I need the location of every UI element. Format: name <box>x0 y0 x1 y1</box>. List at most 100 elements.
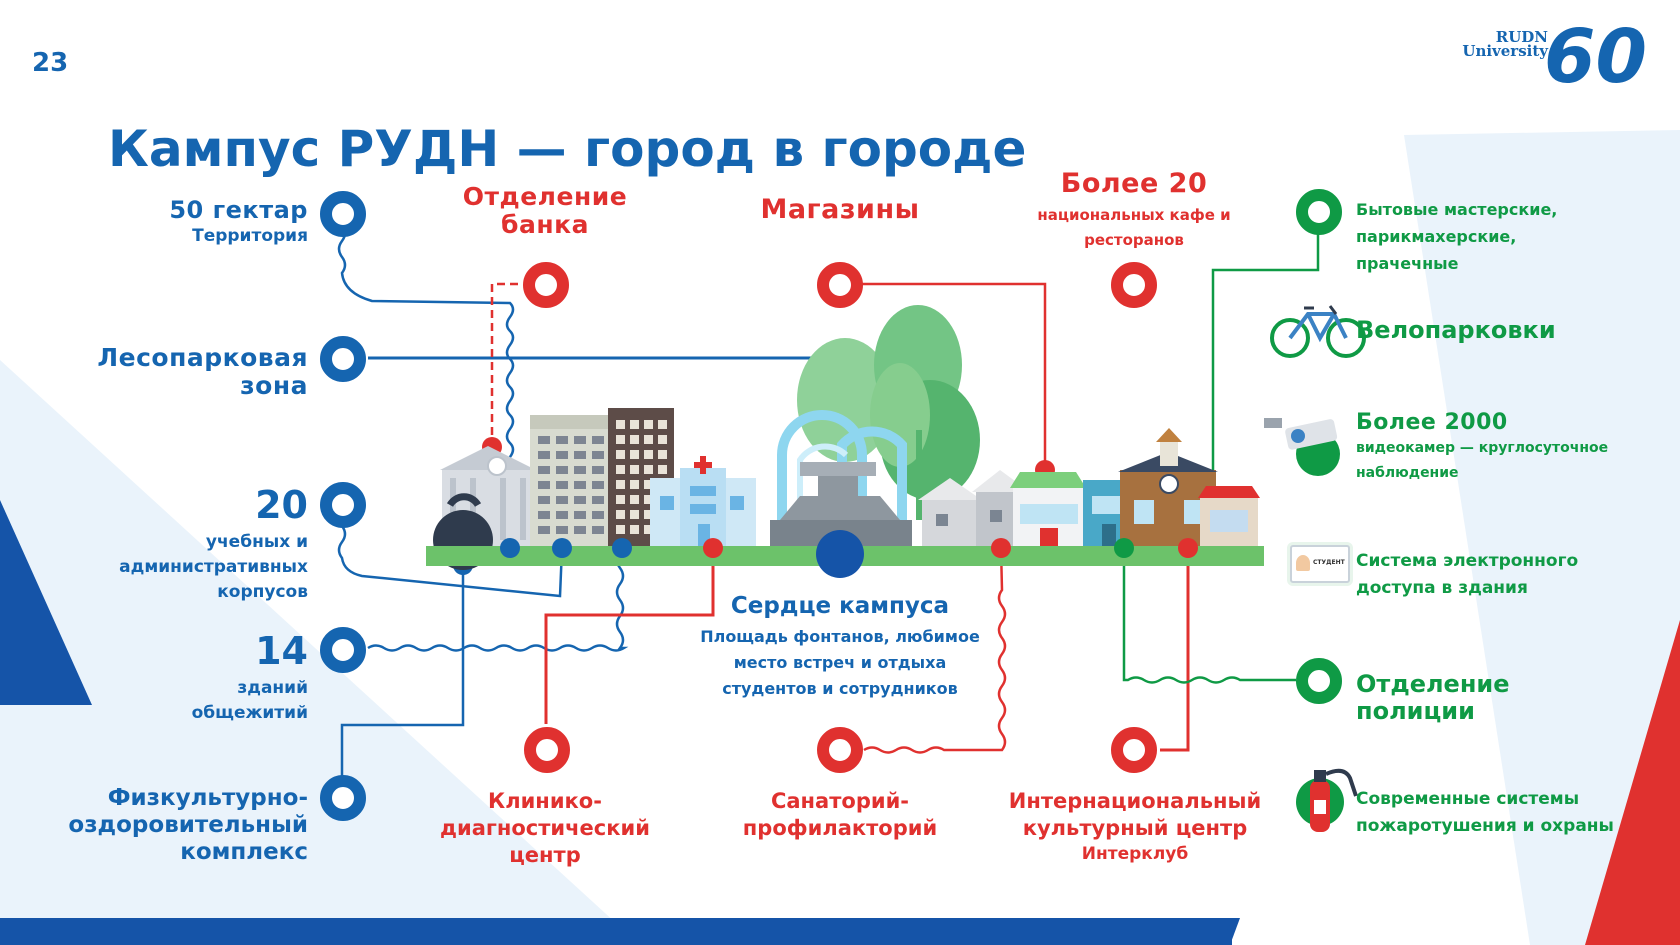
dormitories-count: 14 <box>255 629 308 673</box>
student-card-icon: СТУДЕНТ <box>1290 545 1350 583</box>
building-window <box>592 481 604 489</box>
line-interclub <box>1160 548 1190 752</box>
building-window <box>616 480 625 489</box>
line-police <box>1122 548 1296 684</box>
logo-anniversary-number: 60 <box>1544 14 1647 100</box>
building-window <box>616 495 625 504</box>
building-window <box>556 496 568 504</box>
academic-buildings-label: учебных и административных корпусов <box>119 532 308 602</box>
building-window <box>616 525 625 534</box>
building-window <box>616 435 625 444</box>
building-window <box>538 496 550 504</box>
campus-heart-title: Сердце кампуса <box>730 593 950 619</box>
bank-label: Отделение банка <box>462 182 628 239</box>
node-cafes <box>1111 262 1157 308</box>
node-sport-complex <box>320 775 366 821</box>
student-card-text: СТУДЕНТ <box>1313 559 1345 566</box>
building-window <box>630 510 639 519</box>
building-window <box>630 450 639 459</box>
building-window <box>556 511 568 519</box>
bike-parking-label: Велопарковки <box>1356 316 1556 344</box>
building-window <box>574 466 586 474</box>
node-services <box>1296 189 1342 235</box>
shops-label: Магазины <box>760 194 920 225</box>
building-window <box>644 480 653 489</box>
building-window <box>630 420 639 429</box>
building-window <box>556 451 568 459</box>
campus-heart-dot <box>816 530 864 578</box>
building-window <box>538 451 550 459</box>
building-window <box>538 466 550 474</box>
building-window <box>644 450 653 459</box>
line-bank <box>490 282 518 447</box>
building-window <box>630 525 639 534</box>
student-photo <box>1296 555 1310 571</box>
building-window <box>556 526 568 534</box>
line-sanatorium <box>863 547 1007 754</box>
node-shops <box>817 262 863 308</box>
building-window <box>592 436 604 444</box>
building-window <box>592 451 604 459</box>
node-interclub <box>1111 727 1157 773</box>
building-window <box>538 436 550 444</box>
fountain <box>770 410 912 550</box>
building-window <box>644 420 653 429</box>
building-window <box>556 481 568 489</box>
building-window <box>592 526 604 534</box>
building-window <box>574 496 586 504</box>
line-clinic <box>544 548 715 724</box>
police-label: Отделение полиции <box>1356 670 1510 725</box>
cafes-label: национальных кафе и ресторанов <box>1037 206 1231 249</box>
service-building <box>1198 486 1260 548</box>
building-window <box>538 481 550 489</box>
building-window <box>616 465 625 474</box>
building-window <box>616 420 625 429</box>
node-forest <box>320 336 366 382</box>
cctv-camera-icon <box>1264 418 1340 476</box>
trees <box>797 305 980 520</box>
page-title: Кампус РУДН — город в городе <box>108 119 1027 178</box>
building-window <box>556 436 568 444</box>
node-clinic <box>524 727 570 773</box>
line-services <box>1211 222 1320 502</box>
forest-label: Лесопарковая зона <box>97 343 308 400</box>
building-window <box>574 526 586 534</box>
building-window <box>630 465 639 474</box>
building-window <box>630 480 639 489</box>
hospital-building <box>650 456 756 548</box>
building-window <box>592 511 604 519</box>
territory-sublabel: Территория <box>192 226 308 246</box>
building-window <box>644 465 653 474</box>
dormitories-label: зданий общежитий <box>191 678 308 723</box>
sanatorium-label: Санаторий-профилакторий <box>742 789 938 840</box>
building-window <box>630 495 639 504</box>
line-dormitories <box>367 547 629 652</box>
building-window <box>616 450 625 459</box>
building-window <box>658 420 667 429</box>
cameras-count-label: Более 2000 <box>1356 410 1508 435</box>
building-window <box>644 525 653 534</box>
node-police <box>1296 658 1342 704</box>
academic-buildings-count: 20 <box>255 483 308 527</box>
node-academic-buildings <box>320 482 366 528</box>
node-bank <box>523 262 569 308</box>
page-number: 23 <box>32 48 69 78</box>
building-window <box>574 451 586 459</box>
building-window <box>574 481 586 489</box>
building-window <box>658 450 667 459</box>
node-territory <box>320 191 366 237</box>
interclub-label: Интернациональный культурный центр <box>1008 789 1262 840</box>
building-window <box>592 466 604 474</box>
building-window <box>616 510 625 519</box>
building-window <box>658 465 667 474</box>
building-window <box>658 435 667 444</box>
fire-systems-label: Современные системы пожаротушения и охра… <box>1356 789 1614 836</box>
line-sport <box>340 565 465 780</box>
building-window <box>556 466 568 474</box>
building-window <box>644 435 653 444</box>
building-window <box>538 526 550 534</box>
building-window <box>592 496 604 504</box>
line-shops <box>860 282 1047 470</box>
